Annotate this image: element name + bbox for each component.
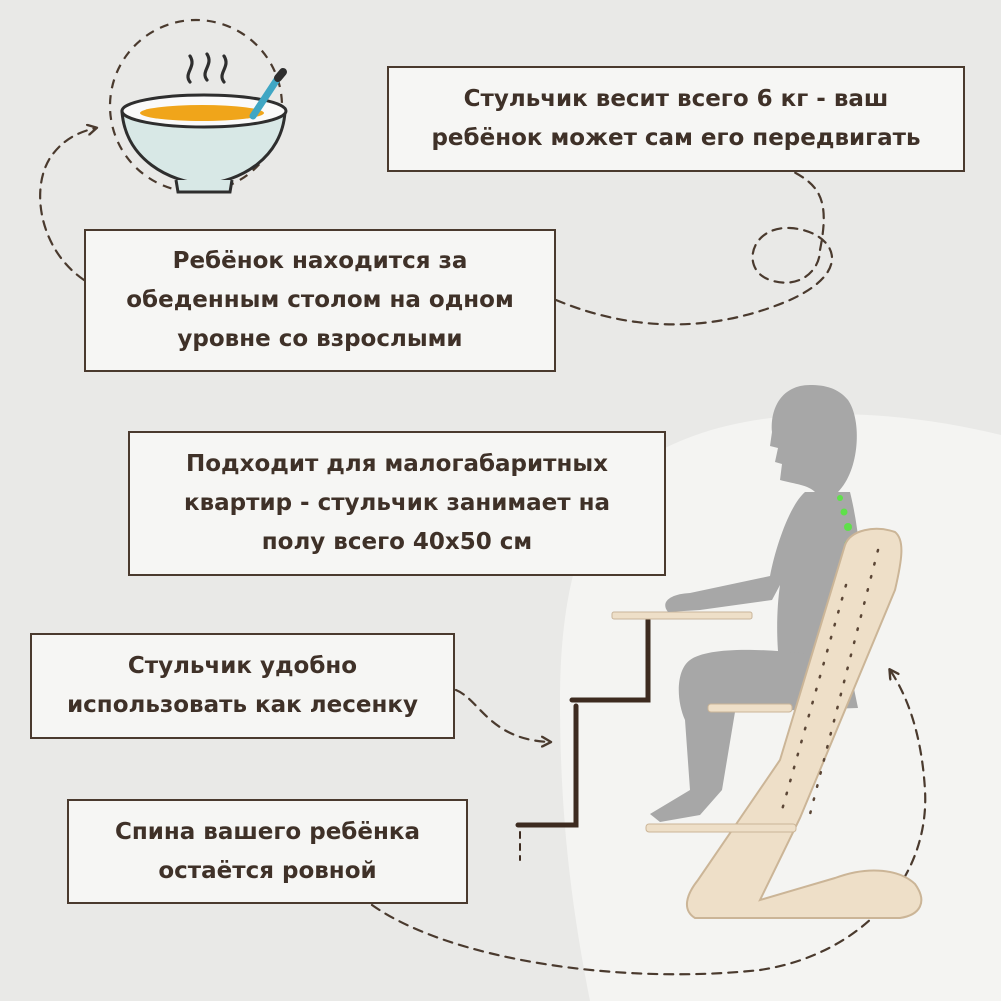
dashed-arrow-icon — [39, 128, 96, 282]
card-text-line: квартир - стульчик занимает на — [183, 490, 611, 516]
soup-bowl-icon — [108, 18, 288, 194]
card-text-line: ребёнок может сам его передвигать — [431, 125, 921, 151]
dashed-arrow-icon — [454, 688, 550, 742]
table-level-info-card: Ребёнок находится за обеденным столом на… — [84, 229, 556, 372]
card-text-line: использовать как лесенку — [67, 692, 418, 718]
card-text-line: Спина вашего ребёнка — [115, 818, 420, 845]
card-text-line: уровне со взрослыми — [177, 326, 463, 352]
space-info-card: Подходит для малогабаритных квартир - ст… — [128, 431, 666, 576]
ladder-info-card: Стульчик удобно использовать как лесенку — [30, 633, 455, 739]
card-text-line: Стульчик весит всего 6 кг - ваш — [463, 86, 889, 112]
card-text-line: остаётся ровной — [158, 857, 377, 884]
dashed-arrow-icon — [370, 670, 927, 976]
card-text-line: обеденным столом на одном — [126, 287, 514, 313]
table-plank — [611, 611, 753, 620]
card-text-line: Подходит для малогабаритных — [185, 451, 608, 477]
card-text-line: Ребёнок находится за — [172, 248, 468, 274]
card-text-line: полу всего 40х50 см — [261, 529, 533, 555]
growing-chair-icon — [645, 527, 923, 919]
dashed-arrows — [39, 128, 927, 976]
weight-info-card: Стульчик весит всего 6 кг - ваш ребёнок … — [387, 66, 965, 172]
card-text-line: Стульчик удобно — [127, 653, 358, 679]
back-info-card: Спина вашего ребёнка остаётся ровной — [67, 799, 468, 904]
stairs-icon — [515, 617, 651, 861]
dashed-arrow-icon — [554, 168, 833, 326]
